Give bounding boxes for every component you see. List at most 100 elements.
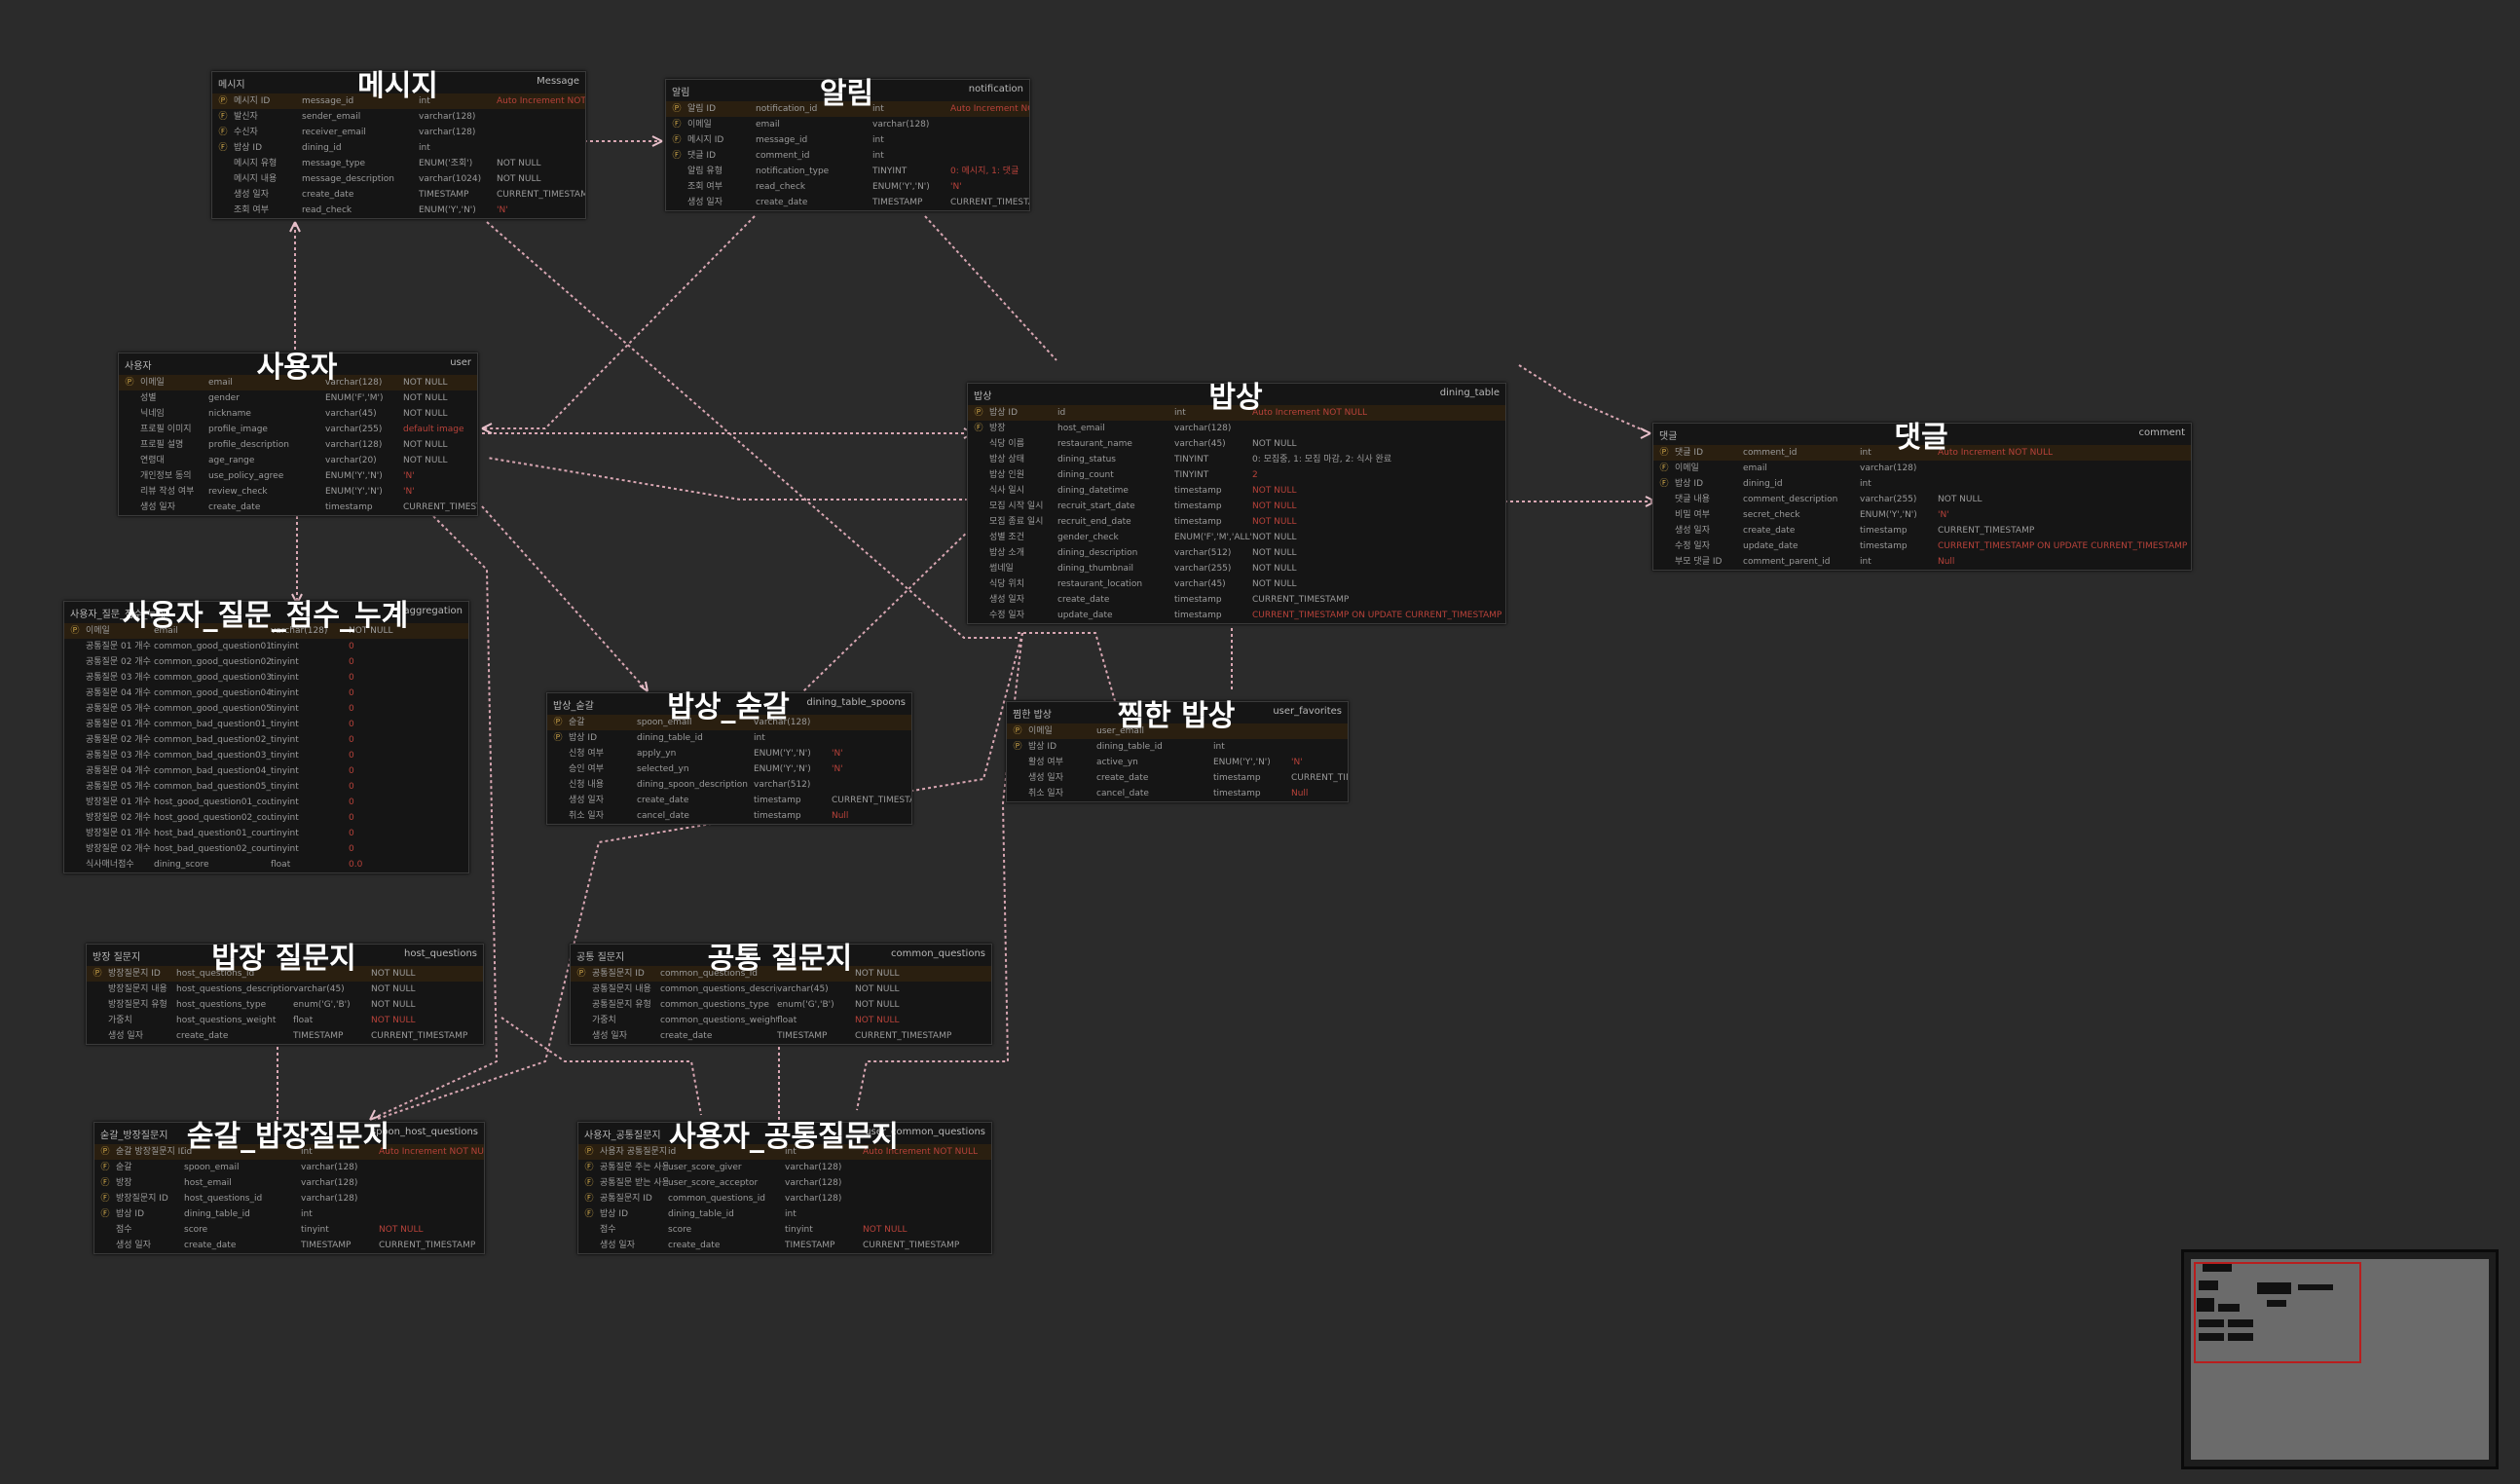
table-row[interactable]: 공통질문 04 개수common_good_question04_countti…: [64, 686, 468, 701]
table-row[interactable]: 생성 일자create_dateTIMESTAMPCURRENT_TIMESTA…: [666, 195, 1029, 210]
table-row[interactable]: 공통질문 03 개수common_bad_question03_counttin…: [64, 748, 468, 763]
table-row[interactable]: 공통질문지 내용common_questions_descriptionvarc…: [571, 982, 991, 997]
minimap-viewport[interactable]: [2194, 1262, 2361, 1363]
table-row[interactable]: 공통질문 03 개수common_good_question03_countti…: [64, 670, 468, 686]
table-row[interactable]: 공통질문 05 개수common_bad_question05_counttin…: [64, 779, 468, 795]
table-row[interactable]: 공통질문 01 개수common_good_question01_countti…: [64, 639, 468, 654]
table-row[interactable]: 생성 일자create_datetimestampCURRENT_TIMESTA…: [119, 500, 477, 515]
table-row[interactable]: 생성 일자create_datetimestampCURRENT_TIMESTA…: [547, 793, 911, 808]
table-row[interactable]: 공통질문 02 개수common_bad_question02_counttin…: [64, 732, 468, 748]
table-row[interactable]: 공통질문 05 개수common_good_question05_countti…: [64, 701, 468, 717]
table-row[interactable]: 생성 일자create_datetimestampCURRENT_TIMESTA…: [1007, 770, 1348, 786]
